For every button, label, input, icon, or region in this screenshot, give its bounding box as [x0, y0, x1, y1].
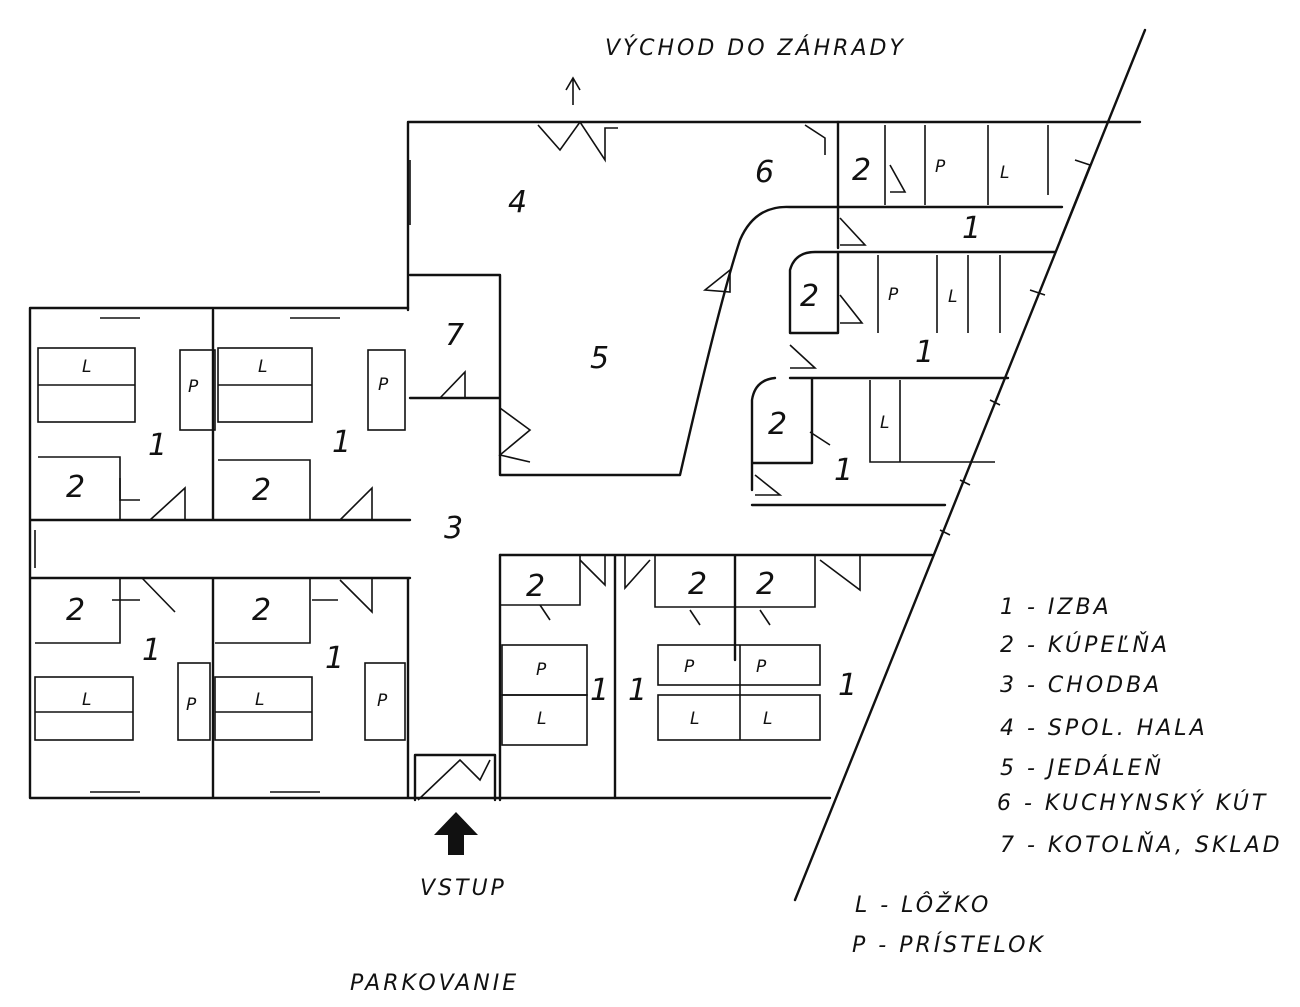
- room-label-izba: 1: [962, 211, 981, 246]
- room-label-kupelna: 2: [800, 279, 819, 314]
- bed-label: L: [82, 357, 91, 377]
- room-label-kupelna: 2: [688, 567, 707, 602]
- room-label-kupelna: 2: [66, 470, 85, 505]
- garden-exit-arrow-icon: [565, 76, 581, 105]
- furniture-legend-item: P - PRÍSTELOK: [852, 932, 1046, 958]
- room-label-hala: 4: [508, 185, 527, 220]
- bed-label: L: [82, 690, 91, 710]
- room-label-kupelna: 2: [252, 593, 271, 628]
- legend-item: 3 - CHODBA: [1000, 673, 1162, 698]
- nightstand-label: P: [188, 377, 199, 397]
- room-label-kupelna: 2: [66, 593, 85, 628]
- furniture-labels: L L L L L L L L L L P P P P P P P P P: [82, 157, 1009, 729]
- legend-item: 2 - KÚPEĽŇA: [1000, 632, 1170, 658]
- legend-item: 7 - KOTOLŇA, SKLAD: [1000, 832, 1283, 858]
- legend-item: 5 - JEDÁLEŇ: [1000, 755, 1164, 781]
- nightstand-label: P: [378, 375, 389, 395]
- bed-label: L: [880, 413, 889, 433]
- parking-label: PARKOVANIE: [350, 971, 519, 996]
- entrance-label: VSTUP: [420, 876, 507, 901]
- room-label-jedalen: 5: [590, 341, 609, 376]
- walls: [28, 28, 1147, 902]
- room-label-chodba: 3: [444, 511, 463, 546]
- room-label-izba: 1: [325, 641, 344, 676]
- room-label-kupelna: 2: [768, 407, 787, 442]
- room-label-kupelna: 2: [852, 153, 871, 188]
- nightstand-label: P: [377, 691, 388, 711]
- bed-label: L: [690, 709, 699, 729]
- room-label-kupelna: 2: [756, 567, 775, 602]
- fixtures: [34, 120, 1092, 801]
- bed-label: L: [258, 357, 267, 377]
- nightstand-label: P: [684, 657, 695, 677]
- bed-label: L: [255, 690, 264, 710]
- room-label-izba: 1: [834, 453, 853, 488]
- legend-item: 1 - IZBA: [1000, 595, 1112, 620]
- bed-label: L: [763, 709, 772, 729]
- legend: 1 - IZBA 2 - KÚPEĽŇA 3 - CHODBA 4 - SPOL…: [852, 595, 1283, 958]
- room-label-kupelna: 2: [252, 473, 271, 508]
- room-label-izba: 1: [148, 428, 167, 463]
- legend-item: 4 - SPOL. HALA: [1000, 716, 1208, 741]
- nightstand-label: P: [888, 285, 899, 305]
- room-label-kotolna: 7: [445, 318, 464, 353]
- bed-label: L: [537, 709, 546, 729]
- room-label-izba: 1: [142, 633, 161, 668]
- room-label-izba: 1: [915, 335, 934, 370]
- room-labels: 1 1 1 1 1 1 1 1 1 1 2 2 2 2 2 2 2 2 2 2 …: [66, 153, 981, 708]
- room-label-kuchyna: 6: [755, 155, 774, 190]
- entrance-arrow-icon: [434, 812, 478, 855]
- nightstand-label: P: [935, 157, 946, 177]
- room-label-kupelna: 2: [526, 569, 545, 604]
- room-label-izba: 1: [332, 425, 351, 460]
- room-label-izba: 1: [838, 668, 857, 703]
- bed-label: L: [948, 287, 957, 307]
- room-label-izba: 1: [628, 673, 647, 708]
- legend-item: 6 - KUCHYNSKÝ KÚT: [997, 790, 1268, 816]
- bed-label: L: [1000, 163, 1009, 183]
- nightstand-label: P: [186, 695, 197, 715]
- garden-exit-label: VÝCHOD DO ZÁHRADY: [605, 35, 906, 61]
- furniture-legend-item: L - LÔŽKO: [855, 892, 991, 918]
- room-label-izba: 1: [590, 673, 609, 708]
- nightstand-label: P: [756, 657, 767, 677]
- nightstand-label: P: [536, 660, 547, 680]
